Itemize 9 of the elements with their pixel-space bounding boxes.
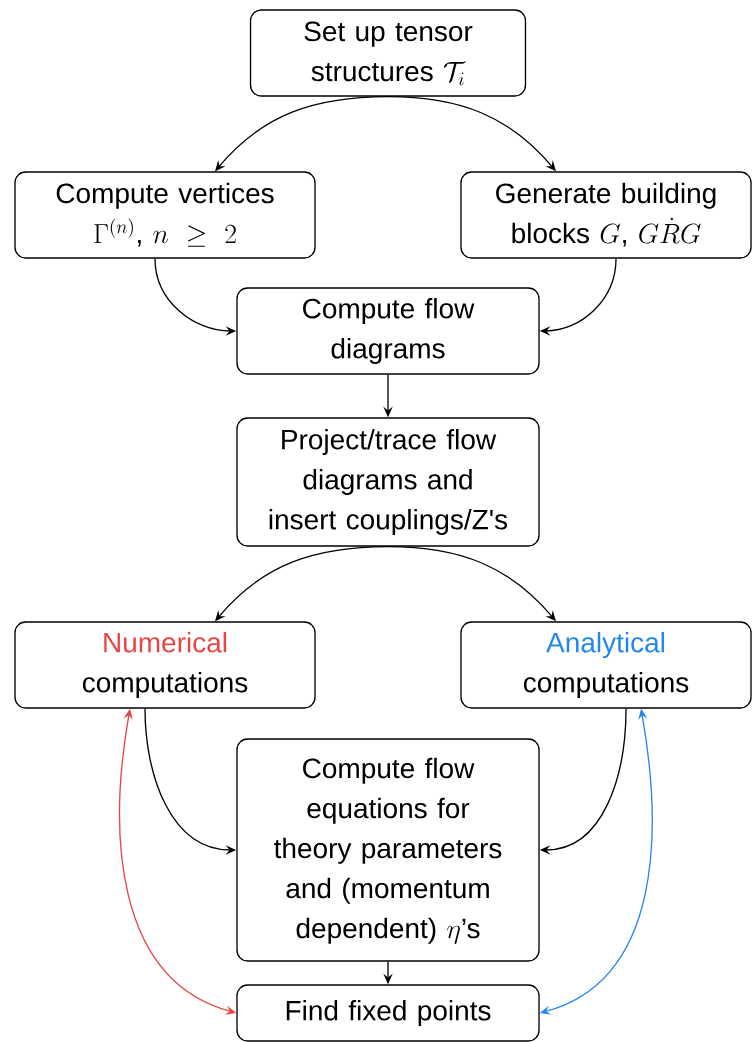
process-box: Numerical computations xyxy=(14,621,316,709)
process-box: Find fixed points xyxy=(236,984,540,1042)
process-box: Compute flow diagrams xyxy=(236,287,540,375)
process-box: $\begin{array}{c}\text{Compute flow}\\\text{equations for}\\\text{theory parameters}\\\text{and (momentum}\\\text{dependent) }\eta\text{'s}\end{array}$ xyxy=(236,738,540,962)
process-box: $\begin{array}{c}\text{Set up tensor}\\\text{structures }\mathcal{T}_i\end{array}$ xyxy=(249,9,527,97)
process-box: $\begin{array}{c}\text{Generate building}\\\text{blocks }G\text{, }G\dot{R}G\end{array}$ xyxy=(460,171,752,259)
process-box: Project/trace flow diagrams and insert couplings/Z's xyxy=(236,417,540,547)
process-box: Analytical computations xyxy=(460,621,752,709)
process-box: $\begin{array}{c}\text{Compute vertices}\\\Gamma^{(n)}\text{, }n\ \geq\ 2\end{array}$ xyxy=(14,171,316,259)
